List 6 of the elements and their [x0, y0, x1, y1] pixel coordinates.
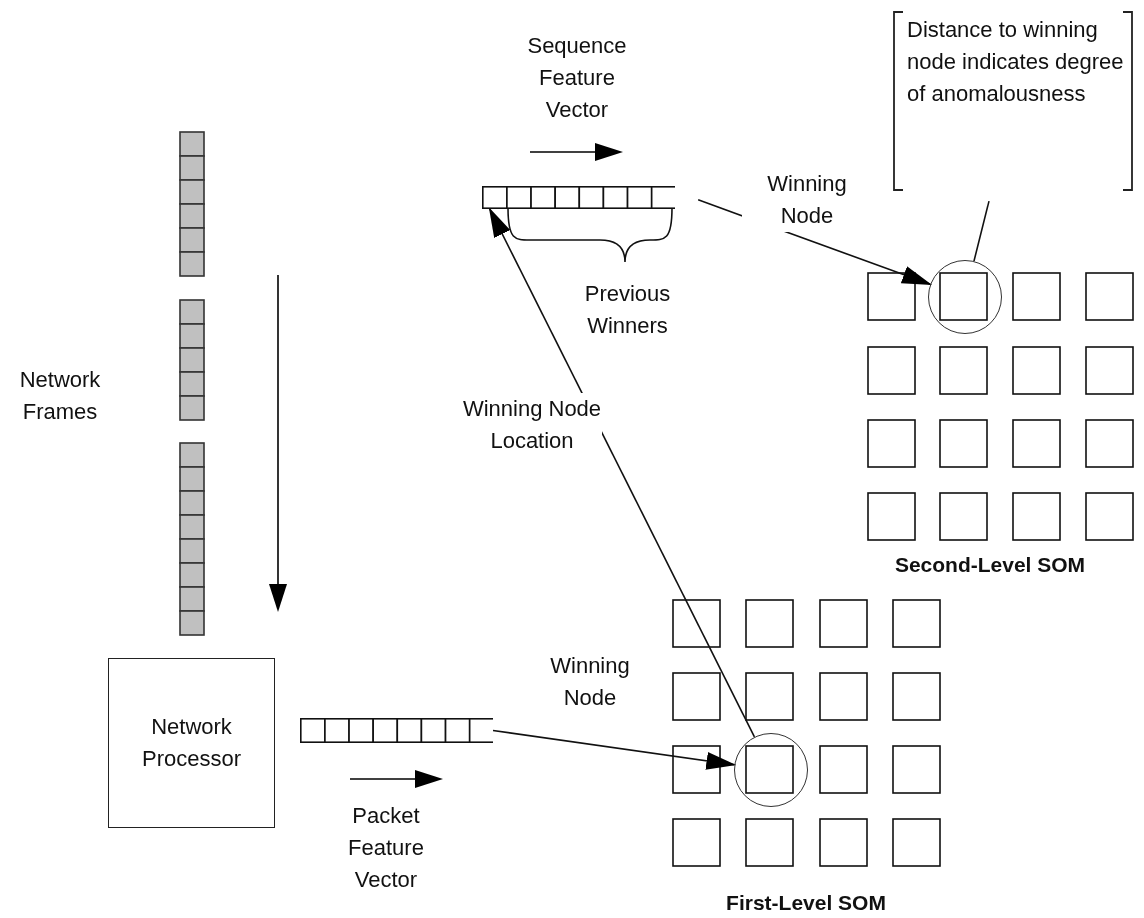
feature-vector — [300, 718, 493, 743]
arrow — [488, 207, 756, 738]
feature-vector — [482, 186, 675, 209]
process-box: Network Processor — [108, 658, 275, 828]
leader-line — [973, 200, 990, 262]
callout-text: Distance to winning node indicates degree of anomalousness — [907, 16, 1125, 108]
